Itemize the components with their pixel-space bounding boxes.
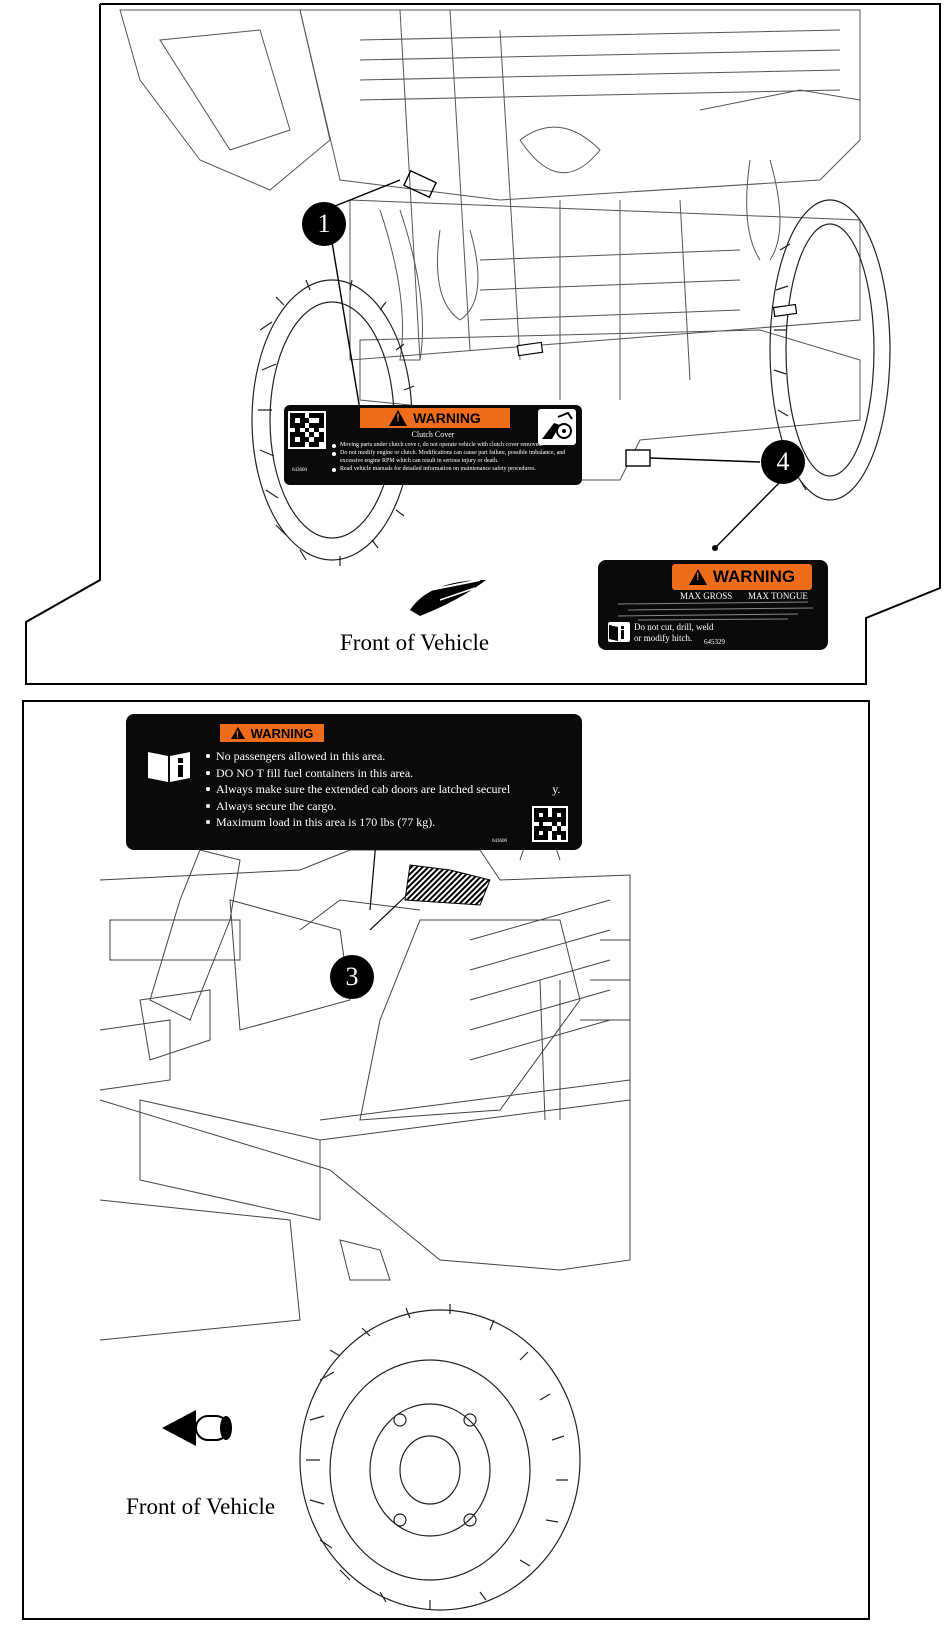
qr-code-icon [288, 411, 326, 449]
manual-info-icon [146, 748, 192, 784]
hitch-col-max-gross: MAX GROSS [680, 591, 733, 601]
clutch-bullet: Do not modify engine or clutch. Modifica… [332, 449, 576, 465]
front-arrow-icon [162, 1410, 232, 1446]
clutch-part-number: 643600 [292, 468, 307, 473]
cargo-bullet: Always make sure the extended cab doors … [206, 781, 566, 798]
hitch-obscured-rows [617, 601, 814, 621]
cargo-warning-banner: WARNING [220, 724, 324, 742]
hitch-col-max-tongue: MAX TONGUE [748, 591, 808, 601]
hitch-text-line-2: or modify hitch. [634, 633, 693, 643]
warning-triangle-icon [389, 410, 408, 426]
warning-triangle-icon [688, 569, 707, 585]
hitch-decal: WARNING MAX GROSS MAX TONGUE Do not cut,… [598, 560, 828, 650]
cargo-bullets: No passengers allowed in this area. DO N… [206, 748, 566, 831]
callout-1: 1 [302, 202, 346, 246]
cargo-bullet: Always secure the cargo. [206, 798, 566, 815]
hitch-warning-banner: WARNING [672, 564, 812, 590]
front-arrow-icon [410, 579, 486, 616]
hitch-warning-text: WARNING [712, 567, 796, 586]
hitch-text-line-1: Do not cut, drill, weld [634, 622, 714, 632]
hand-entanglement-icon [538, 409, 576, 445]
callout-4: 4 [761, 440, 805, 484]
clutch-cover-decal: WARNING Clutch Cover Moving parts under … [284, 405, 582, 485]
callout-3: 3 [330, 955, 374, 999]
cargo-area-decal: WARNING No passengers allowed in this ar… [126, 714, 582, 850]
warning-triangle-icon [230, 727, 245, 741]
top-front-of-vehicle-label: Front of Vehicle [340, 630, 490, 655]
clutch-warning-banner: WARNING [360, 408, 510, 428]
clutch-bullet: Moving parts under clutch cove r, do not… [332, 441, 576, 449]
bottom-vehicle-drawing [99, 798, 631, 1611]
bottom-front-of-vehicle-label: Front of Vehicle [126, 1494, 276, 1519]
cargo-part-number: 643606 [492, 839, 507, 844]
cargo-warning-text: WARNING [250, 725, 314, 741]
cargo-bullet: Maximum load in this area is 170 lbs (77… [206, 814, 566, 831]
clutch-title: Clutch Cover [411, 430, 455, 439]
cargo-bullet: DO NO T fill fuel containers in this are… [206, 765, 566, 782]
bottom-panel-frame [22, 700, 870, 1620]
hitch-part-number: 645329 [704, 638, 725, 646]
cargo-bullet: No passengers allowed in this area. [206, 748, 566, 765]
clutch-bullets: Moving parts under clutch cove r, do not… [332, 441, 576, 473]
qr-code-icon [532, 806, 568, 842]
clutch-warning-text: WARNING [413, 410, 481, 426]
manual-info-icon [608, 622, 630, 642]
top-panel-frame [25, 3, 941, 685]
clutch-bullet: Read vehicle manuals for detailed inform… [332, 465, 576, 473]
